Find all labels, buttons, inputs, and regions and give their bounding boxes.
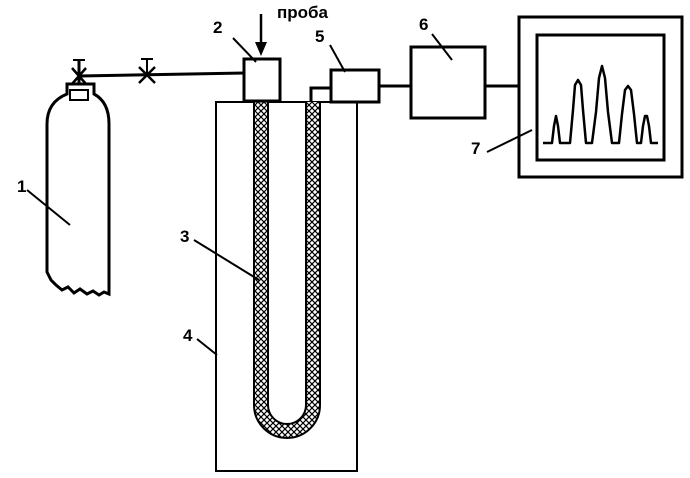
leader-7 [486,129,533,153]
sample-label: проба [277,3,329,22]
detector-box [329,68,381,104]
carrier-gas-line [78,71,246,78]
label-2: 2 [213,18,222,37]
label-6: 6 [419,15,428,34]
thermostat-box [215,101,358,472]
arrow-down-icon [255,14,267,56]
label-7: 7 [471,139,480,158]
column-outlet-line [309,86,331,102]
leader-3 [193,239,260,281]
label-1: 1 [17,177,26,196]
amplifier-box [409,45,487,120]
leader-1 [26,189,71,226]
leader-5 [329,44,346,73]
leader-2 [232,37,257,63]
recorder-screen [535,33,666,162]
label-3: 3 [180,227,189,246]
leader-4 [196,338,218,356]
valve-icon[interactable] [71,59,87,85]
chromatogram-trace [543,64,658,145]
injector-box [242,57,282,103]
leader-6 [431,33,453,61]
label-4: 4 [183,326,193,345]
gas-cylinder [45,60,111,297]
label-5: 5 [315,27,324,46]
packed-column [253,102,321,439]
valve-icon[interactable] [138,58,156,84]
